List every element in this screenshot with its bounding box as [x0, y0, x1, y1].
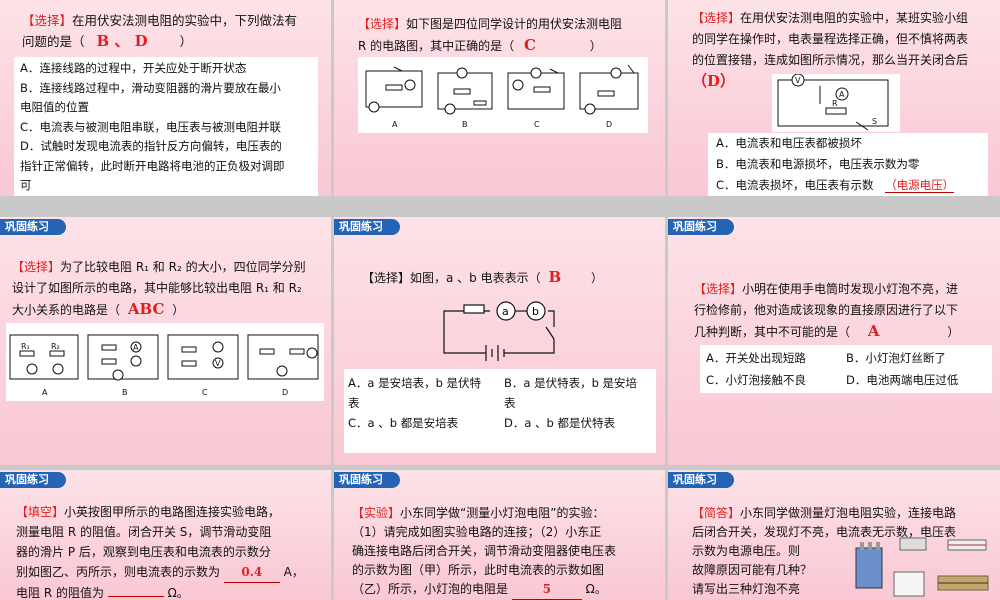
slide-8[interactable]: 巩固练习 【实验】小东同学做“测量小灯泡电阻”的实验： （1）请完成如图实验电路… — [334, 470, 665, 600]
options-box — [344, 369, 656, 453]
fig-ammeter: A — [839, 90, 845, 99]
options: A．电流表和电压表都被损坏 B．电流表和电源损坏，电压表示数为零 C．电流表损坏… — [716, 133, 996, 196]
options: A．开关处出现短路 B．小灯泡灯丝断了 C．小灯泡接触不良 D．电池两端电压过低 — [706, 347, 996, 391]
fig-r2: R₂ — [51, 342, 60, 351]
question-text: 【选择】在用伏安法测电阻的实验中，某班实验小组 的同学在操作时，电表量程选择正确… — [692, 11, 969, 90]
option-d: D．电池两端电压过低 — [846, 373, 959, 387]
option-a: A．a 是安培表，b 是伏特 — [348, 376, 482, 390]
option-a: A．开关处出现短路 — [706, 351, 806, 365]
option-b: B．a 是伏特表，b 是安培 — [504, 376, 638, 390]
fig-label-c: C — [534, 120, 540, 129]
fig-switch: S — [872, 117, 877, 126]
question-tag: 【实验】 — [352, 506, 401, 520]
option-a: A．电流表和电压表都被损坏 — [716, 136, 862, 150]
options: A．a 是安培表，b 是伏特 B．a 是伏特表，b 是安培 表 表 C．a 、b 都… — [348, 373, 658, 433]
circuit-figure-four: A B C D R₁ R₂ A V — [9, 334, 319, 397]
question-tag: 【简答】 — [692, 506, 741, 520]
slide-9[interactable]: 巩固练习 【简答】小东同学做测量灯泡电阻实验，连接电路 后闭合开关，发现灯不亮，… — [668, 470, 1000, 600]
option-d-cont: 指针正常偏转，此时断开电路将电池的正负极对调即 — [20, 158, 285, 173]
meter-a-label: a — [502, 305, 509, 318]
slide-7[interactable]: 巩固练习 【填空】小英按图甲所示的电路图连接实验电路， 测量电阻 R 的阻值。闭… — [0, 470, 331, 600]
fig-label-d: D — [282, 388, 288, 397]
slide-1[interactable]: 【选择】在用伏安法测电阻的实验中，下列做法有 问题的是（ B 、 D ） A．连… — [0, 0, 331, 196]
fig-label-b: B — [122, 388, 128, 397]
meter-b-label: b — [532, 305, 539, 318]
answer-resistance — [107, 596, 164, 597]
option-d-cont2: 可 — [20, 178, 32, 192]
option-c: C．电流表损坏，电压表有示数 — [716, 178, 874, 192]
question-text: 【填空】小英按图甲所示的电路图连接实验电路， 测量电阻 R 的阻值。闭合开关 S… — [16, 505, 304, 600]
fig-resistor: R — [832, 99, 838, 108]
section-header: 巩固练习 — [668, 219, 734, 235]
question-text: 【选择】如下图是四位同学设计的用伏安法测电阻 R 的电路图，其中正确的是（ C … — [358, 17, 623, 54]
answer: B 、 D — [96, 32, 148, 50]
slide-4[interactable]: 巩固练习 【选择】为了比较电阻 R₁ 和 R₂ 的大小，四位同学分别 设计了如图… — [0, 217, 331, 465]
option-d: D．a 、b 都是伏特表 — [504, 416, 616, 430]
option-c: C．a 、b 都是安培表 — [348, 416, 459, 430]
answer: A — [867, 322, 880, 340]
option-b: B．电流表和电源损坏，电压表示数为零 — [716, 157, 920, 171]
options: A．连接线路的过程中，开关应处于断开状态 B．连接线路过程中，滑动变阻器的滑片要… — [20, 59, 320, 196]
fig-label-d: D — [606, 120, 612, 129]
options-box — [14, 57, 318, 196]
question-text: 【选择】如图，a 、b 电表表示（ B ） — [362, 268, 603, 286]
circuit-figure: V A R S — [777, 74, 889, 131]
section-header: 巩固练习 — [334, 472, 400, 488]
question-tag: 【选择】 — [358, 17, 407, 31]
answer-current: 0.4 — [223, 562, 280, 583]
question-text: 【实验】小东同学做“测量小灯泡电阻”的实验： （1）请完成如图实验电路的连接；（… — [352, 504, 662, 600]
figure-box — [6, 323, 324, 401]
question-tag: 【选择】 — [12, 260, 61, 274]
fill-answer: （电源电压） — [885, 178, 955, 193]
option-b: B．小灯泡灯丝断了 — [846, 351, 946, 365]
fig-ammeter: A — [133, 343, 139, 352]
question-tag: 【选择】 — [694, 282, 743, 296]
circuit-figure-four: A B C D — [365, 64, 639, 129]
question-tag: 【填空】 — [16, 505, 65, 519]
slide-6[interactable]: 巩固练习 【选择】小明在使用手电筒时发现小灯泡不亮，进 行检修前，他对造成该现象… — [668, 217, 1000, 465]
fig-label-a: A — [392, 120, 398, 129]
question-text: 【选择】为了比较电阻 R₁ 和 R₂ 的大小，四位同学分别 设计了如图所示的电路… — [12, 260, 306, 318]
fig-label-b: B — [462, 120, 468, 129]
option-b: B．连接线路过程中，滑动变阻器的滑片要放在最小 — [20, 80, 281, 95]
question-tag: 【选择】 — [22, 13, 73, 28]
answer: 5 — [511, 580, 582, 600]
option-b-cont: 电阻值的位置 — [20, 100, 89, 114]
slide-5[interactable]: 巩固练习 【选择】如图，a 、b 电表表示（ B ） a b A．a 是安培表，… — [334, 217, 665, 465]
section-header: 巩固练习 — [0, 472, 66, 488]
answer: ABC — [127, 300, 165, 318]
fig-label-c: C — [202, 388, 208, 397]
answer: C — [523, 36, 536, 54]
option-c: C．小灯泡接触不良 — [706, 373, 807, 387]
answer: （D） — [692, 72, 736, 90]
fig-label-a: A — [42, 388, 48, 397]
options-box — [700, 345, 992, 393]
equipment-picture — [855, 537, 989, 597]
option-d: D．试触时发现电流表的指针反方向偏转，电压表的 — [20, 139, 282, 153]
option-a-cont: 表 — [348, 396, 360, 410]
question-text: 【简答】小东同学做测量灯泡电阻实验，连接电路 后闭合开关，发现灯不亮，电流表无示… — [692, 506, 957, 596]
option-b-cont: 表 — [504, 396, 516, 410]
answer: B — [548, 268, 562, 286]
fig-r1: R₁ — [21, 342, 30, 351]
option-c: C．电流表与被测电阻串联，电压表与被测电阻并联 — [20, 119, 282, 134]
section-header: 巩固练习 — [0, 219, 66, 235]
question-text: 【选择】小明在使用手电筒时发现小灯泡不亮，进 行检修前，他对造成该现象的直接原因… — [694, 282, 960, 340]
circuit-figure: a b — [443, 301, 555, 361]
slide-3[interactable]: 【选择】在用伏安法测电阻的实验中，某班实验小组 的同学在操作时，电表量程选择正确… — [668, 0, 1000, 196]
option-a: A．连接线路的过程中，开关应处于断开状态 — [20, 61, 247, 75]
options-box — [708, 133, 988, 196]
section-header: 巩固练习 — [334, 219, 400, 235]
fig-voltmeter: V — [215, 359, 221, 368]
fig-voltmeter: V — [795, 76, 801, 85]
section-header: 巩固练习 — [668, 472, 734, 488]
question-tag: 【选择】 — [692, 11, 741, 25]
question-text: 【选择】在用伏安法测电阻的实验中，下列做法有 问题的是（ B 、 D ） — [22, 13, 298, 50]
slide-2[interactable]: 【选择】如下图是四位同学设计的用伏安法测电阻 R 的电路图，其中正确的是（ C … — [334, 0, 665, 196]
